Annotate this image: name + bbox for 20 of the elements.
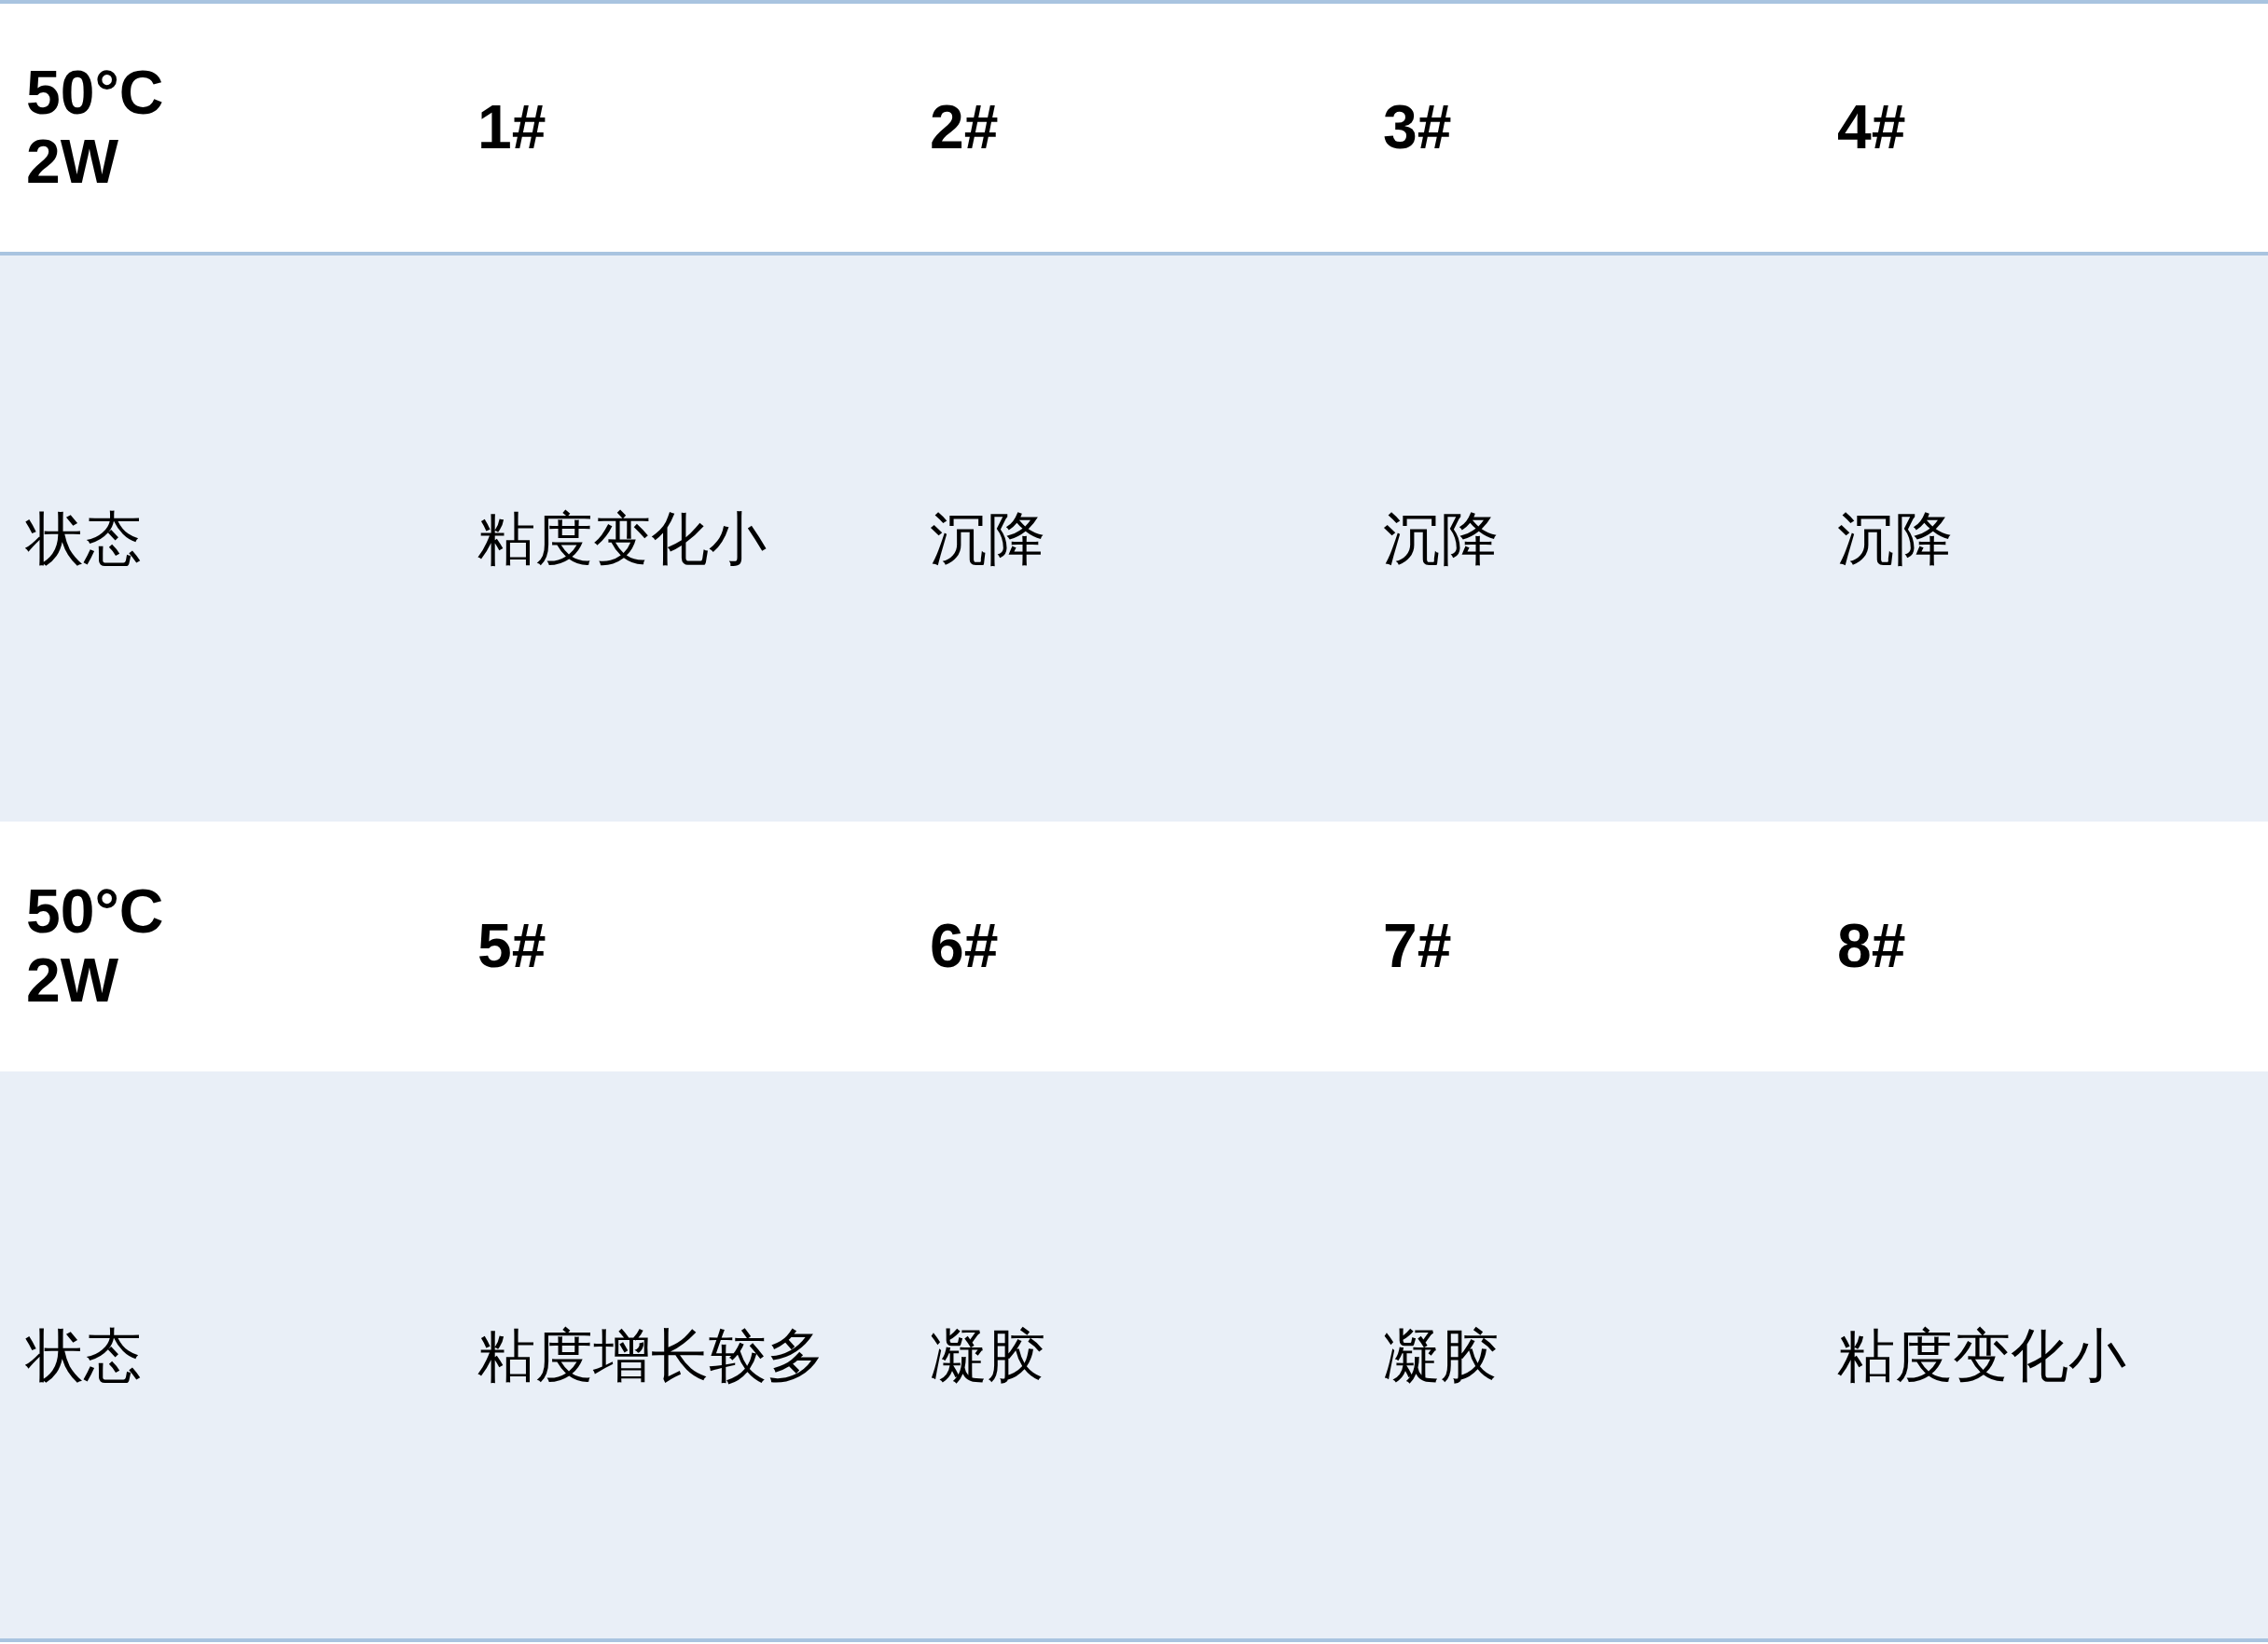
header-text: 50°C 2W — [26, 59, 165, 197]
header-text: 3# — [1383, 93, 1452, 162]
cell-text: 沉降 — [1837, 506, 1953, 572]
header-text: 6# — [930, 912, 999, 981]
header-text: 50°C 2W — [26, 877, 165, 1015]
cell-text: 状态 — [26, 506, 142, 572]
header-text: 2# — [930, 93, 999, 162]
cell-text: 沉降 — [1383, 506, 1499, 572]
cell-text: 沉降 — [930, 506, 1045, 572]
header-text: 1# — [477, 93, 546, 162]
header-text: 5# — [477, 912, 546, 981]
cell-text: 凝胶 — [1383, 1322, 1499, 1388]
cell-text: 粘度增长较多 — [477, 1322, 824, 1388]
cell-text: 粘度变化小 — [1837, 1322, 2126, 1388]
header-text: 8# — [1837, 912, 1906, 981]
cell-text: 粘度变化小 — [477, 506, 767, 572]
header-text: 7# — [1383, 912, 1452, 981]
cell-text: 状态 — [26, 1322, 142, 1388]
cell-text: 凝胶 — [930, 1322, 1045, 1388]
header-text: 4# — [1837, 93, 1906, 162]
